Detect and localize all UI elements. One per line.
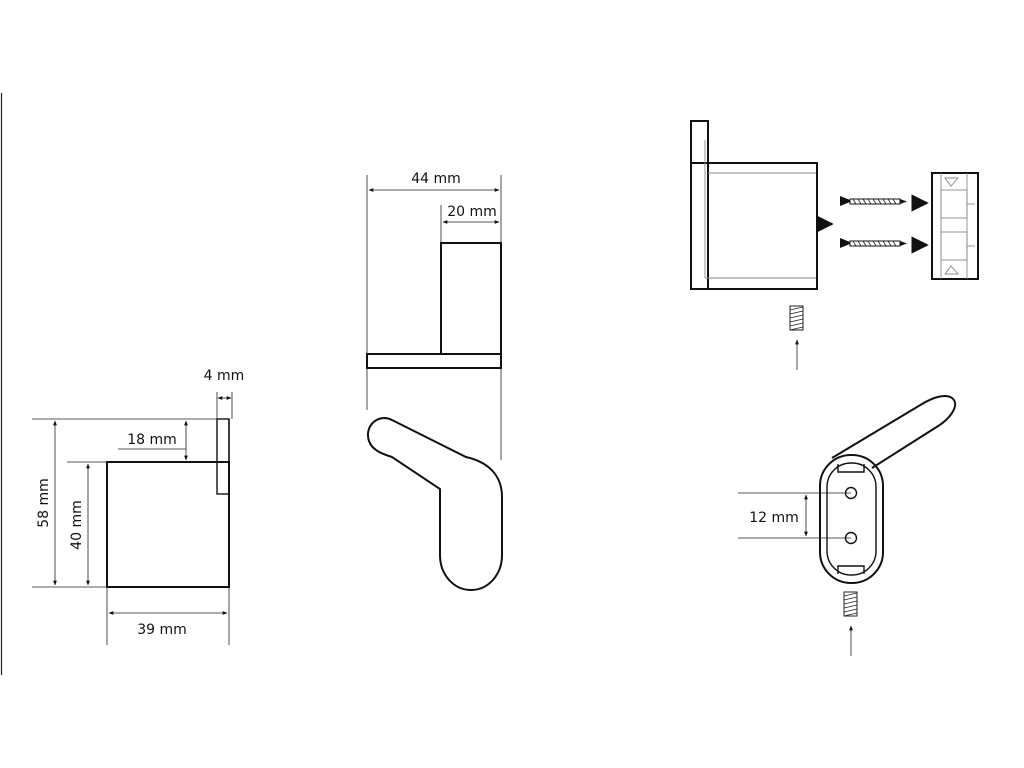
dim-label-hole-spacing: 12 mm (749, 510, 799, 526)
front-view: 58 mm 40 mm 18 mm 4 mm 39 mm (32, 368, 244, 645)
side-view: 44 mm 20 mm (366, 171, 503, 592)
dim-label-height-body: 40 mm (69, 500, 85, 550)
mounting-view (690, 120, 979, 370)
front-body-outline (106, 461, 230, 588)
set-screw-icon (843, 591, 858, 617)
hook-arm-outline (831, 394, 957, 469)
dim-label-height-total: 58 mm (36, 478, 52, 528)
wall-plug-icon (931, 172, 979, 280)
screw-icon (840, 196, 907, 206)
side-vertical-arm (440, 242, 502, 355)
back-plate-inner (826, 462, 877, 576)
dim-label-top-offset: 18 mm (127, 432, 177, 448)
back-plate-outline (819, 454, 884, 584)
side-base-plate (366, 353, 502, 369)
screw-icon (840, 238, 907, 248)
set-screw-icon (789, 305, 804, 331)
dim-label-depth-arm: 20 mm (447, 204, 497, 220)
bracket-body (690, 162, 818, 290)
dim-label-depth-total: 44 mm (411, 171, 461, 187)
dim-label-thickness: 4 mm (204, 368, 245, 384)
back-view: 12 mm (738, 394, 957, 656)
dim-label-width: 39 mm (137, 622, 187, 638)
front-top-plate (216, 418, 230, 495)
hook-profile-outline (366, 417, 503, 592)
